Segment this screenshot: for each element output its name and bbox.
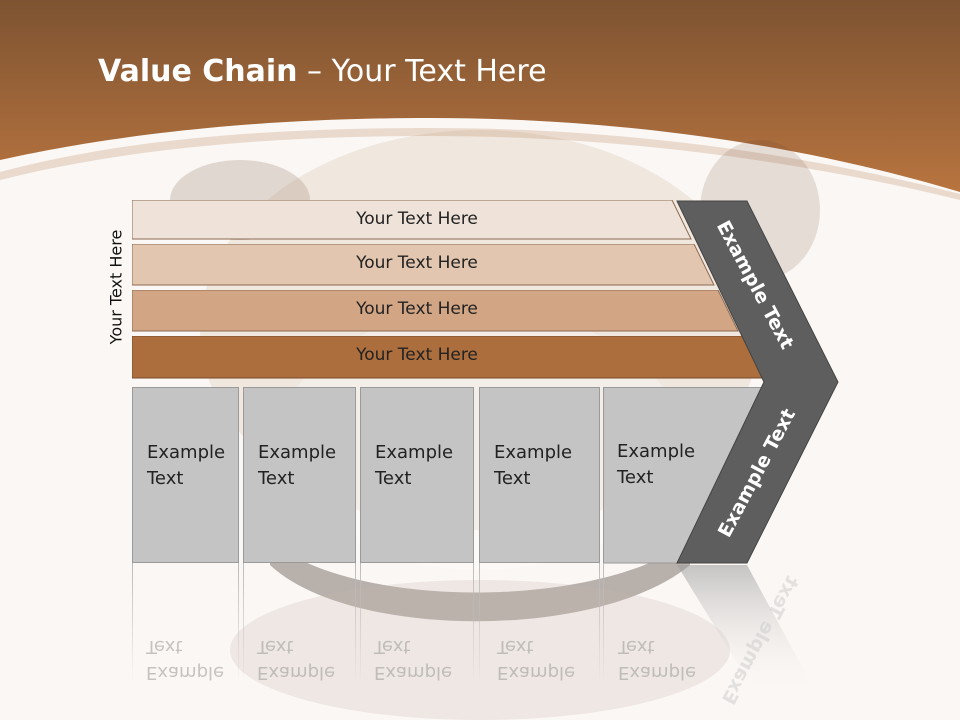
title-bold: Value Chain [98,54,298,89]
reflection-line [132,563,133,683]
reflection-line [360,563,361,683]
reflection-line [603,563,604,683]
reflection-line [599,563,600,683]
reflection-line [473,563,474,683]
bar-2-label: Your Text Here [356,253,478,273]
box-1-line2: Text [147,468,184,489]
title-rest: – Your Text Here [297,54,547,89]
box-4-line2: Text [494,468,531,489]
reflection-line [243,563,244,683]
box-5-line2: Text [617,467,654,488]
reflection-line [238,563,239,683]
bar-1-label: Your Text Here [356,209,478,229]
box-2-line2: Text [258,468,295,489]
box-3-line2: Text [375,468,412,489]
chevron-reflection [677,565,820,700]
box-2-line1: Example [258,442,337,463]
slide-title: Value Chain – Your Text Here [98,54,547,89]
reflection-line [479,563,480,683]
bar-4-label: Your Text Here [356,345,478,365]
chevron-shape [676,200,839,564]
bar-3-label: Your Text Here [356,299,478,319]
box-5-line1: Example [617,441,696,462]
box-1-line1: Example [147,442,226,463]
box-3-line1: Example [375,442,454,463]
reflection-line [355,563,356,683]
box-4-line1: Example [494,442,573,463]
